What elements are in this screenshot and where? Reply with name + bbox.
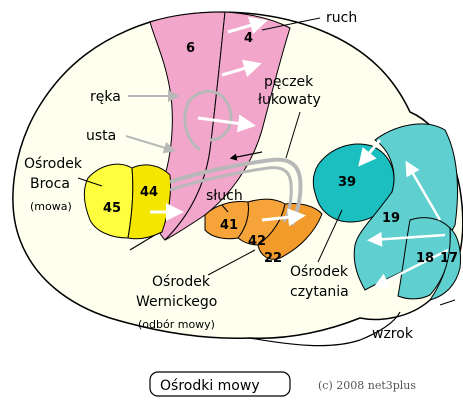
area-22-label: 22 [264, 251, 282, 266]
wzrok-pointer [440, 300, 455, 305]
area-39-label: 39 [338, 175, 356, 190]
area-44-label: 44 [140, 185, 158, 200]
label-wzrok: wzrok [372, 326, 414, 342]
label-wernicke-1: Ośrodek [152, 274, 211, 290]
label-usta: usta [86, 128, 116, 144]
label-sluch: słuch [206, 188, 243, 204]
label-czytania-2: czytania [290, 284, 349, 300]
label-peczek-1: pęczek [264, 74, 314, 90]
label-reka: ręka [90, 89, 121, 105]
area-6-label: 6 [186, 41, 195, 56]
label-czytania-1: Ośrodek [290, 264, 349, 280]
label-broca-2: Broca [30, 176, 70, 192]
label-broca-3: (mowa) [30, 200, 72, 213]
label-peczek-2: łukowaty [258, 92, 321, 108]
area-4-label: 4 [244, 31, 253, 46]
label-wernicke-2: Wernickego [136, 294, 217, 310]
label-ruch: ruch [326, 10, 357, 26]
area-17-label: 17 [440, 251, 458, 266]
area-45-label: 45 [103, 201, 121, 216]
area-41-label: 41 [220, 218, 238, 233]
area-18-label: 18 [416, 251, 434, 266]
area-19-label: 19 [382, 211, 400, 226]
area-42-label: 42 [248, 234, 266, 249]
credit-text: (c) 2008 net3plus [318, 379, 416, 392]
caption-text: Ośrodki mowy [160, 378, 260, 394]
label-broca-1: Ośrodek [24, 156, 83, 172]
label-wernicke-3: (odbór mowy) [138, 318, 215, 331]
